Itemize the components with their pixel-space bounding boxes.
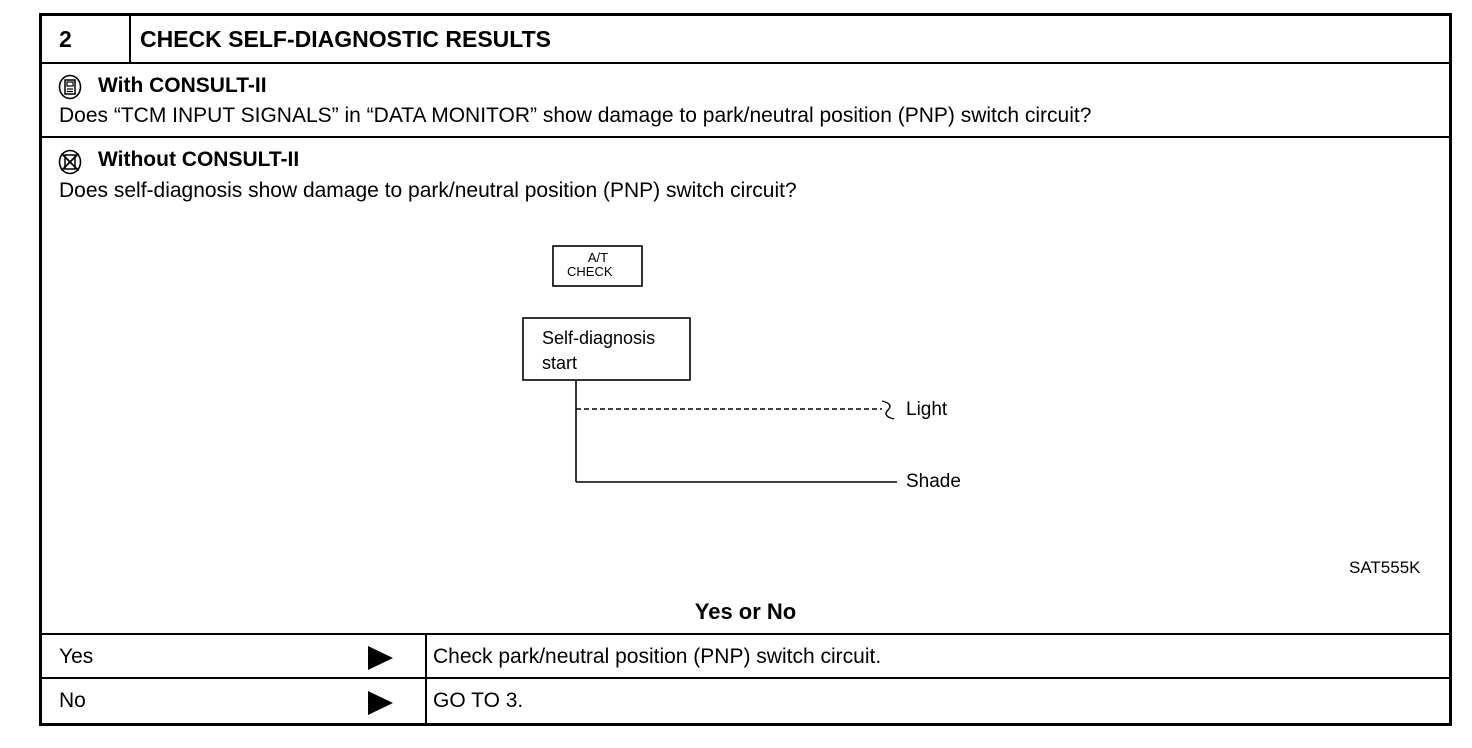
arrow-right-icon <box>368 646 393 670</box>
with-consult-heading: With CONSULT-II <box>98 74 267 97</box>
section-rule <box>42 136 1449 138</box>
without-consult-heading: Without CONSULT-II <box>98 148 300 171</box>
self-diagnosis-diagram <box>522 245 897 483</box>
with-consult-question: Does “TCM INPUT SIGNALS” in “DATA MONITO… <box>59 104 1092 127</box>
light-indicator-squiggle <box>881 400 895 420</box>
step-title: CHECK SELF-DIAGNOSTIC RESULTS <box>140 26 552 52</box>
at-check-label-line2: CHECK <box>567 264 613 279</box>
action-yes: Check park/neutral position (PNP) switch… <box>433 645 882 668</box>
header-divider <box>129 16 131 62</box>
row-rule <box>42 677 1449 679</box>
decision-rule <box>42 633 1449 635</box>
light-label: Light <box>906 399 948 420</box>
without-consult-question: Does self-diagnosis show damage to park/… <box>59 179 797 202</box>
action-no: GO TO 3. <box>433 689 524 712</box>
diagnostic-procedure-table: 2 CHECK SELF-DIAGNOSTIC RESULTS With CON… <box>39 13 1452 726</box>
answer-yes: Yes <box>59 645 94 668</box>
at-check-box <box>552 245 643 287</box>
header-rule <box>42 62 1449 64</box>
at-check-label-line1: A/T <box>587 250 609 265</box>
consult-tool-icon <box>58 74 82 100</box>
figure-code: SAT555K <box>1349 558 1421 577</box>
self-diagnosis-start-box <box>522 317 691 381</box>
arrow-right-icon <box>368 691 393 715</box>
shade-label: Shade <box>906 471 961 492</box>
start-label-line1: Self-diagnosis <box>542 328 656 348</box>
no-consult-tool-icon <box>58 149 82 175</box>
answer-no: No <box>59 689 86 712</box>
start-label-line2: start <box>542 353 578 373</box>
yes-or-no-prompt: Yes or No <box>694 599 797 624</box>
step-number: 2 <box>59 26 72 52</box>
